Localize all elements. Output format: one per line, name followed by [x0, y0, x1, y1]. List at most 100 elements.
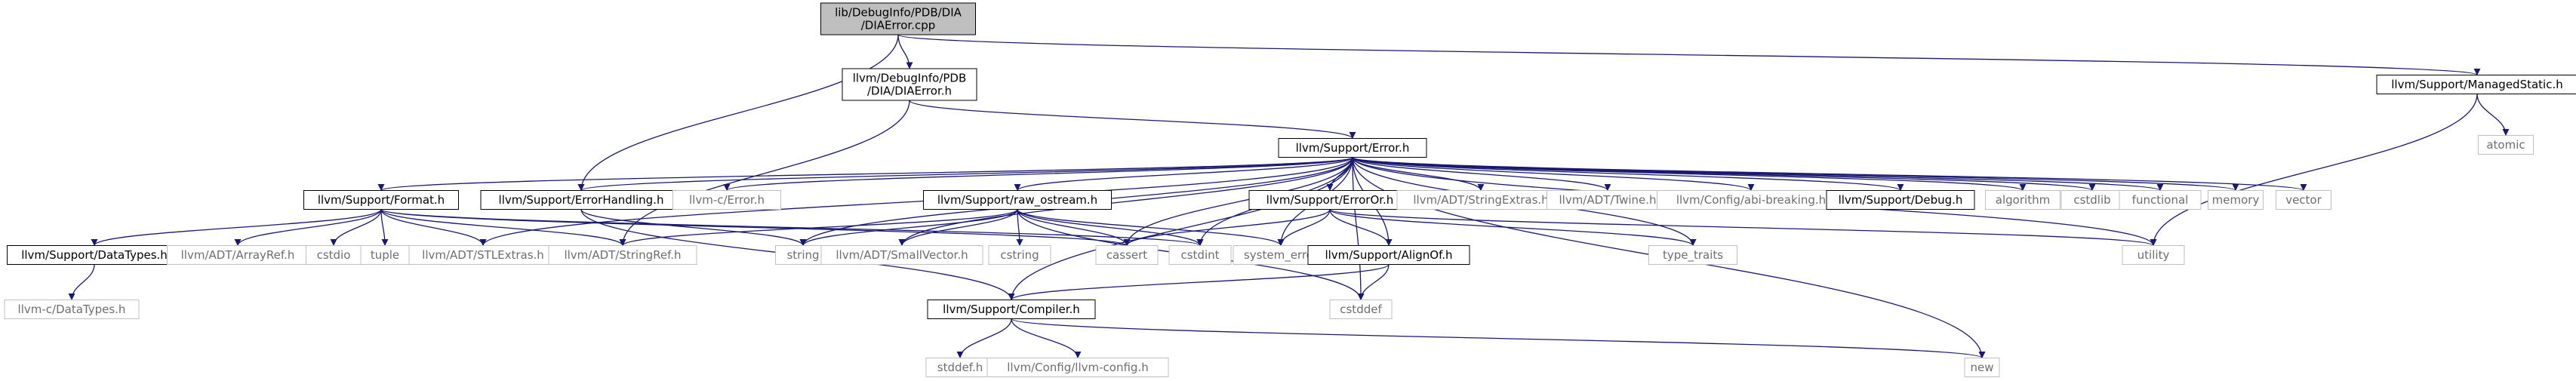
node-string-ref-h: llvm/ADT/StringRef.h [548, 245, 697, 265]
node-box [167, 245, 309, 265]
edge-error_h-to-string_extras_h [1352, 157, 1485, 191]
node-box [820, 2, 976, 35]
node-box [1826, 190, 1975, 210]
node-utility: utility [2122, 245, 2185, 265]
node-label: llvm/Config/abi-breaking.h [1676, 193, 1826, 207]
node-label: llvm/Support/ErrorHandling.h [499, 193, 664, 207]
edge-raw_ostream_h-to-string [799, 209, 1018, 246]
edge-error_or_h-to-cassert [1123, 209, 1331, 246]
edge-dia_error_h-to-error_h [909, 100, 1356, 140]
node-abi-breaking-h: llvm/Config/abi-breaking.h [1657, 190, 1845, 210]
node-tuple: tuple [360, 245, 410, 265]
node-label: llvm/Support/Error.h [1296, 141, 1410, 155]
edge-raw_ostream_h-to-string_ref_h [619, 208, 1018, 247]
edge-error_or_h-to-type_traits [1329, 208, 1697, 247]
node-label: llvm/Config/llvm-config.h [1007, 361, 1148, 374]
edge-error_h-to-cstddef [1352, 157, 1365, 300]
edge-error_h-to-twine_h [1352, 156, 1611, 192]
node-label: llvm/ADT/ArrayRef.h [181, 248, 295, 262]
node-label: llvm/Support/AlignOf.h [1325, 248, 1452, 262]
node-box [1168, 245, 1232, 265]
edge-error_h-to-raw_ostream_h [1014, 156, 1353, 192]
edge-data_types_h-to-c_data_types_h [68, 264, 95, 300]
edge-compiler_h-to-llvm_config_h [1011, 318, 1082, 358]
node-label: llvm-c/Error.h [689, 193, 765, 207]
node-label: memory [2212, 193, 2260, 207]
node-label: cstdlib [2073, 193, 2110, 207]
edge-error_h-to-abi_breaking_h [1352, 156, 1755, 192]
node-align-of-h[interactable]: llvm/Support/AlignOf.h [1307, 245, 1470, 265]
edge-error_h-to-vector [1352, 156, 2307, 192]
edge-dia_error_cpp-to-managed_static_h [897, 34, 2480, 76]
edge-compiler_h-to-new [1011, 318, 1986, 359]
node-c-error-h: llvm-c/Error.h [672, 190, 781, 210]
node-box [2122, 245, 2185, 265]
node-box [1329, 300, 1393, 319]
node-box [2478, 135, 2534, 155]
node-label: algorithm [1996, 193, 2050, 207]
node-error-handling-h[interactable]: llvm/Support/ErrorHandling.h [480, 190, 682, 210]
node-box [923, 190, 1112, 210]
node-label: llvm-c/DataTypes.h [18, 303, 126, 316]
node-box [408, 245, 558, 265]
node-label: llvm/Support/ManagedStatic.h [2391, 78, 2563, 91]
node-box [988, 245, 1051, 265]
node-c-data-types-h: llvm-c/DataTypes.h [4, 300, 140, 319]
node-label: vector [2285, 193, 2322, 207]
node-error-or-h[interactable]: llvm/Support/ErrorOr.h [1248, 190, 1411, 210]
node-debug-h[interactable]: llvm/Support/Debug.h [1826, 190, 1975, 210]
edge-error_or_h-to-align_of_h [1329, 209, 1393, 246]
node-box [1396, 190, 1565, 210]
edge-raw_ostream_h-to-cstdint [1017, 209, 1204, 246]
edge-error_h-to-c_error_h [723, 156, 1353, 192]
node-algorithm: algorithm [1985, 190, 2060, 210]
node-label: tuple [371, 248, 399, 262]
node-new: new [1964, 358, 2000, 377]
node-stl-extras-h: llvm/ADT/STLExtras.h [408, 245, 558, 265]
edge-raw_ostream_h-to-system_error [1017, 208, 1285, 247]
edge-error_h-to-error_handling_h [577, 156, 1353, 192]
node-label: cstring [1000, 248, 1039, 262]
node-label: llvm/Support/Format.h [318, 193, 445, 207]
node-dia-error-h[interactable]: llvm/DebugInfo/PDB/DIA/DIAError.h [842, 68, 977, 101]
edge-error_h-to-compiler_h [1008, 157, 1353, 300]
node-label: cstdint [1180, 248, 1219, 262]
node-label: utility [2137, 248, 2170, 262]
node-label: llvm/ADT/StringExtras.h [1413, 193, 1548, 207]
node-label: llvm/Support/Debug.h [1839, 193, 1963, 207]
node-dia-error-cpp[interactable]: lib/DebugInfo/PDB/DIA/DIAError.cpp [820, 2, 976, 35]
node-format-h[interactable]: llvm/Support/Format.h [303, 190, 459, 210]
node-label: llvm/Support/ErrorOr.h [1266, 193, 1394, 207]
edge-dia_error_cpp-to-dia_error_h [897, 34, 913, 69]
node-cstdint: cstdint [1168, 245, 1232, 265]
node-data-types-h[interactable]: llvm/Support/DataTypes.h [7, 245, 182, 265]
edge-format_h-to-string_ref_h [380, 209, 626, 246]
node-label: llvm/Support/DataTypes.h [21, 248, 168, 262]
node-cstdlib: cstdlib [2060, 190, 2124, 210]
edge-format_h-to-data_types_h [91, 208, 382, 247]
node-raw-ostream-h[interactable]: llvm/Support/raw_ostream.h [923, 190, 1112, 210]
edge-error_h-to-debug_h [1352, 156, 1904, 192]
node-string-extras-h: llvm/ADT/StringExtras.h [1396, 190, 1565, 210]
node-label: string [786, 248, 819, 262]
edge-managed_static_h-to-atomic [2476, 94, 2510, 136]
edge-error_h-to-algorithm [1352, 156, 2027, 192]
node-cassert: cassert [1095, 245, 1159, 265]
node-managed-static-h[interactable]: llvm/Support/ManagedStatic.h [2376, 75, 2576, 94]
node-cstring: cstring [988, 245, 1051, 265]
node-type-traits: type_traits [1648, 245, 1737, 265]
node-box [1095, 245, 1159, 265]
node-label: stddef.h [937, 361, 983, 374]
node-box [2276, 190, 2331, 210]
node-compiler-h[interactable]: llvm/Support/Compiler.h [927, 300, 1096, 319]
node-error-h[interactable]: llvm/Support/Error.h [1278, 138, 1427, 158]
node-label: type_traits [1663, 248, 1723, 263]
node-cstdio: cstdio [306, 245, 362, 265]
node-box [1547, 190, 1669, 210]
node-box [925, 358, 995, 377]
edge-align_of_h-to-compiler_h [1008, 263, 1390, 301]
node-small-vector-h: llvm/ADT/SmallVector.h [820, 245, 983, 265]
node-box [1307, 245, 1470, 265]
node-functional: functional [2119, 190, 2202, 210]
edge-error_h-to-cstdlib [1352, 156, 2096, 192]
